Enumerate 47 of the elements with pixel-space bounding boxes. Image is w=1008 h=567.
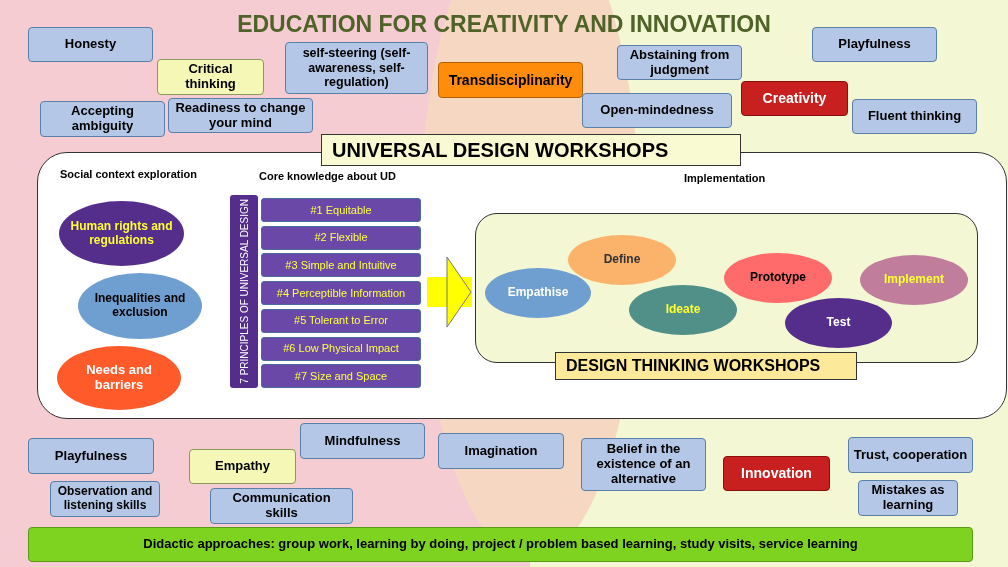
quality-box: Playfulness <box>28 438 154 474</box>
ellipse: Define <box>568 235 676 285</box>
quality-box: self-steering (self-awareness, self-regulation) <box>285 42 428 94</box>
column-heading: Implementation <box>684 172 766 184</box>
principle-bar: #3 Simple and Intuitive <box>261 253 421 278</box>
title: EDUCATION FOR CREATIVITY AND INNOVATION <box>236 11 772 38</box>
quality-box: Imagination <box>438 433 564 469</box>
column-heading: Core knowledge about UD <box>259 170 396 182</box>
quality-box: Creativity <box>741 81 848 116</box>
quality-box: Mindfulness <box>300 423 425 459</box>
column-heading: Social context exploration <box>60 168 197 180</box>
quality-box: Observation and listening skills <box>50 481 160 517</box>
block-arrow <box>427 256 472 328</box>
quality-box: Fluent thinking <box>852 99 977 134</box>
ellipse: Inequalities and exclusion <box>78 273 202 339</box>
heading-label: UNIVERSAL DESIGN WORKSHOPS <box>321 134 741 166</box>
quality-box: Honesty <box>28 27 153 62</box>
quality-box: Transdisciplinarity <box>438 62 583 98</box>
principle-bar: #1 Equitable <box>261 198 421 222</box>
quality-box: Critical thinking <box>157 59 264 95</box>
quality-box: Didactic approaches: group work, learning by doing, project / problem based learning, study visits, service learning <box>28 527 973 562</box>
principle-bar: #4 Perceptible Information <box>261 281 421 306</box>
quality-box: Readiness to change your mind <box>168 98 313 133</box>
quality-box: Trust, cooperation <box>848 437 973 473</box>
ellipse: Human rights and regulations <box>59 201 184 266</box>
principle-bar: #5 Tolerant to Error <box>261 308 421 333</box>
ellipse: Needs and barriers <box>57 346 181 410</box>
quality-box: Innovation <box>723 456 830 491</box>
quality-box: Mistakes as learning <box>858 480 958 516</box>
vertical-band <box>230 195 258 388</box>
principle-bar: #6 Low Physical Impact <box>261 336 421 361</box>
band-label: 7 PRINCIPLES OF UNIVERSAL DESIGN <box>238 199 250 384</box>
quality-box: Empathy <box>189 449 296 484</box>
quality-box: Playfulness <box>812 27 937 62</box>
ellipse: Empathise <box>485 268 591 318</box>
ellipse: Test <box>785 298 892 348</box>
ellipse: Implement <box>860 255 968 305</box>
quality-box: Communication skills <box>210 488 353 524</box>
ellipse: Prototype <box>724 253 832 303</box>
quality-box: Belief in the existence of an alternative <box>581 438 706 491</box>
principle-bar: #7 Size and Space <box>261 364 421 389</box>
heading-label: DESIGN THINKING WORKSHOPS <box>555 352 857 380</box>
quality-box: Accepting ambiguity <box>40 101 165 137</box>
quality-box: Open-mindedness <box>582 93 732 128</box>
quality-box: Abstaining from judgment <box>617 45 742 80</box>
principle-bar: #2 Flexible <box>261 225 421 250</box>
ellipse: Ideate <box>629 285 737 335</box>
